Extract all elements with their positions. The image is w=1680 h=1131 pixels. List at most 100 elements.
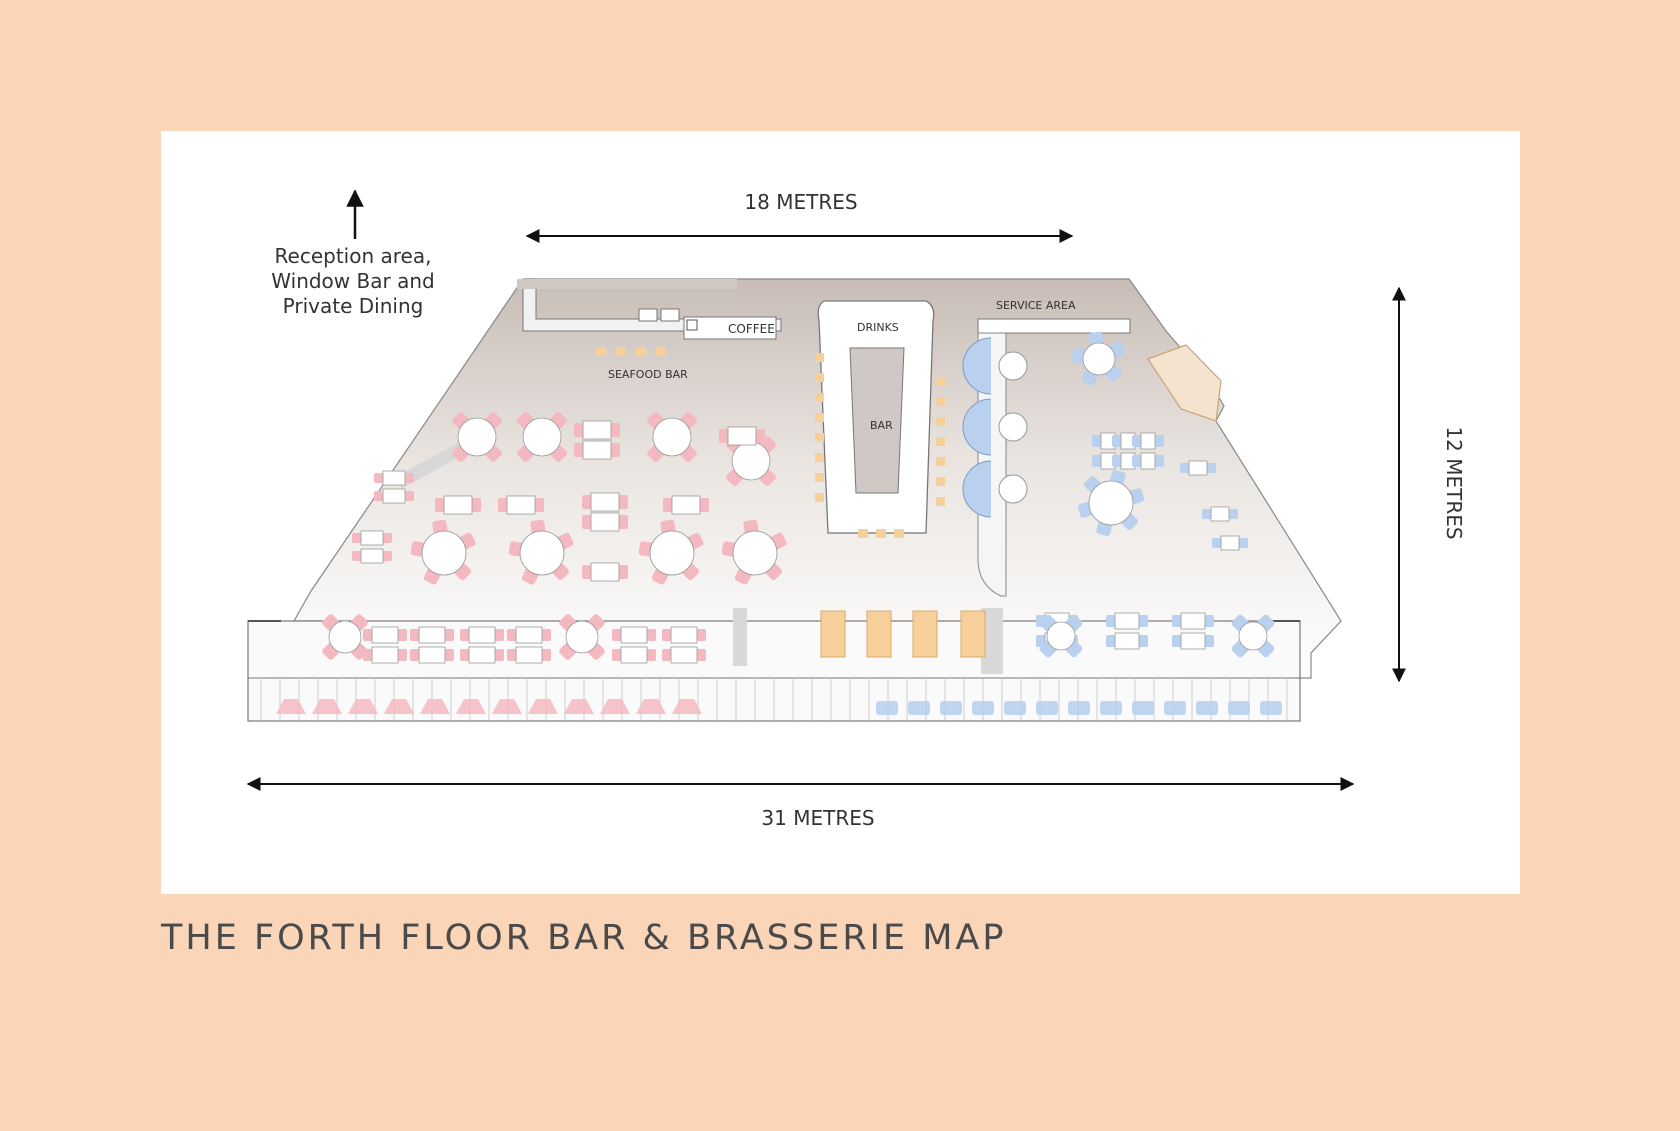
table-top bbox=[522, 417, 562, 457]
table-top bbox=[1180, 632, 1206, 650]
chair bbox=[1238, 538, 1248, 548]
chair bbox=[582, 515, 592, 529]
chair bbox=[374, 473, 384, 483]
terrace-seat bbox=[276, 699, 306, 714]
terrace-seat bbox=[908, 701, 930, 715]
round-table bbox=[726, 436, 776, 486]
bar-stool bbox=[876, 529, 886, 538]
table-top bbox=[519, 530, 565, 576]
round-table bbox=[638, 519, 704, 585]
square-table bbox=[1132, 452, 1164, 470]
bar-stool bbox=[858, 529, 868, 538]
chair bbox=[719, 429, 729, 443]
table-top bbox=[418, 646, 446, 664]
table-top bbox=[671, 495, 701, 515]
chair bbox=[1204, 635, 1214, 647]
table-top bbox=[590, 512, 620, 532]
table-top bbox=[382, 470, 406, 486]
terrace-seat bbox=[528, 699, 558, 714]
square-table bbox=[574, 420, 620, 440]
square-table bbox=[719, 426, 765, 446]
round-table bbox=[1039, 614, 1083, 658]
table-top bbox=[1114, 632, 1140, 650]
terrace-seat bbox=[876, 701, 898, 715]
lounge-seating-blue bbox=[876, 331, 1282, 715]
chair bbox=[471, 498, 481, 512]
chair bbox=[1154, 435, 1164, 447]
terrace-seat bbox=[1100, 701, 1122, 715]
terrace-seat bbox=[384, 699, 414, 714]
dimension-label-12m: 12 METRES bbox=[1442, 426, 1466, 539]
chair bbox=[1172, 635, 1182, 647]
chair bbox=[363, 629, 373, 641]
square-table bbox=[582, 512, 628, 532]
chair bbox=[494, 649, 504, 661]
table-top bbox=[620, 646, 648, 664]
terrace-seat bbox=[348, 699, 378, 714]
bar-stool bbox=[936, 377, 945, 386]
chair bbox=[755, 429, 765, 443]
chair bbox=[1204, 615, 1214, 627]
terrace-seat bbox=[564, 699, 594, 714]
table-top bbox=[620, 626, 648, 644]
square-table bbox=[460, 626, 504, 644]
chair bbox=[382, 533, 392, 543]
terrace-seat bbox=[972, 701, 994, 715]
square-table bbox=[460, 646, 504, 664]
table-top bbox=[670, 626, 698, 644]
terrace-seat bbox=[1228, 701, 1250, 715]
table-top bbox=[421, 530, 467, 576]
square-table bbox=[498, 495, 544, 515]
chair bbox=[646, 629, 656, 641]
table-top bbox=[443, 495, 473, 515]
armchair bbox=[866, 610, 892, 658]
screens bbox=[401, 441, 1003, 674]
chair bbox=[1180, 463, 1190, 473]
table-top bbox=[371, 646, 399, 664]
service-area-label: SERVICE AREA bbox=[996, 299, 1076, 312]
round-table bbox=[322, 614, 368, 660]
square-table bbox=[612, 626, 656, 644]
dimension-label-31m: 31 METRES bbox=[761, 806, 874, 830]
chair bbox=[460, 649, 470, 661]
table-top bbox=[998, 474, 1028, 504]
chair bbox=[1228, 509, 1238, 519]
bar-stool bbox=[936, 437, 945, 446]
table-top bbox=[998, 351, 1028, 381]
table-top bbox=[998, 412, 1028, 442]
terrace-seat bbox=[1132, 701, 1154, 715]
table-top bbox=[590, 492, 620, 512]
square-table bbox=[1172, 612, 1214, 630]
terrace-seat bbox=[312, 699, 342, 714]
bar-stool bbox=[936, 497, 945, 506]
square-table bbox=[1106, 612, 1148, 630]
bar-stool bbox=[815, 453, 824, 462]
chair bbox=[1212, 538, 1222, 548]
table-top bbox=[328, 620, 362, 654]
table-top bbox=[1180, 612, 1206, 630]
bar-label: BAR bbox=[870, 419, 893, 432]
chair bbox=[1138, 635, 1148, 647]
chair bbox=[1112, 455, 1122, 467]
central-bar bbox=[817, 300, 935, 534]
chair bbox=[610, 443, 620, 457]
table-top bbox=[360, 530, 384, 546]
floor-plan-panel: COFFEE SEAFOOD BAR DRINKS BAR SERVICE AR… bbox=[161, 131, 1520, 894]
square-table bbox=[1212, 535, 1248, 551]
booth-bench bbox=[962, 337, 992, 395]
bar-stool bbox=[815, 473, 824, 482]
round-table bbox=[410, 519, 476, 585]
chair bbox=[460, 629, 470, 641]
seafood-bar-stools bbox=[596, 347, 666, 356]
table-top bbox=[1088, 480, 1134, 526]
round-table bbox=[1231, 614, 1275, 658]
chair bbox=[663, 498, 673, 512]
square-table bbox=[612, 646, 656, 664]
table-top bbox=[468, 646, 496, 664]
chair bbox=[410, 629, 420, 641]
chair bbox=[404, 491, 414, 501]
chair bbox=[541, 629, 551, 641]
brasserie-seating-pink bbox=[276, 412, 787, 714]
chair bbox=[646, 649, 656, 661]
chair bbox=[574, 443, 584, 457]
